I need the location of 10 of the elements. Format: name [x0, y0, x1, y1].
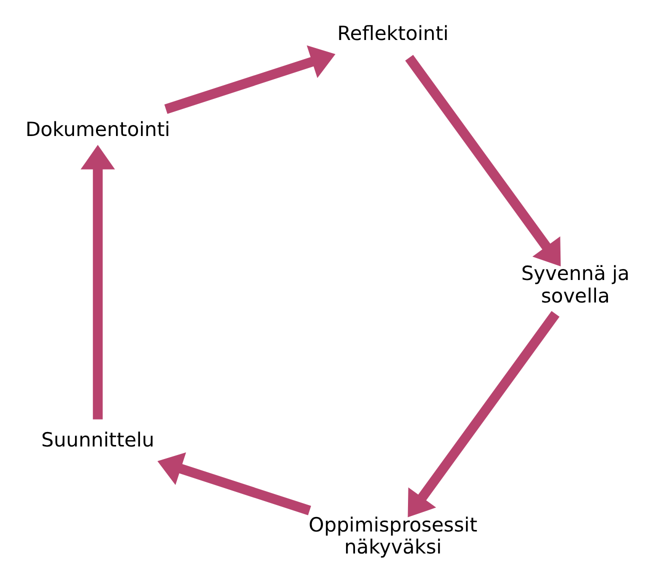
- arrow: [157, 452, 312, 516]
- node-text: Reflektointi: [337, 22, 449, 46]
- arrow: [164, 45, 336, 114]
- node-text: Syvennä ja sovella: [521, 262, 630, 308]
- arrow: [80, 144, 115, 420]
- arrow: [408, 311, 560, 518]
- node-text: Dokumentointi: [25, 118, 170, 142]
- node-text: Oppimisprosessit näkyväksi: [308, 513, 478, 558]
- arrow: [405, 54, 561, 266]
- node-text: Suunnittelu: [41, 428, 154, 452]
